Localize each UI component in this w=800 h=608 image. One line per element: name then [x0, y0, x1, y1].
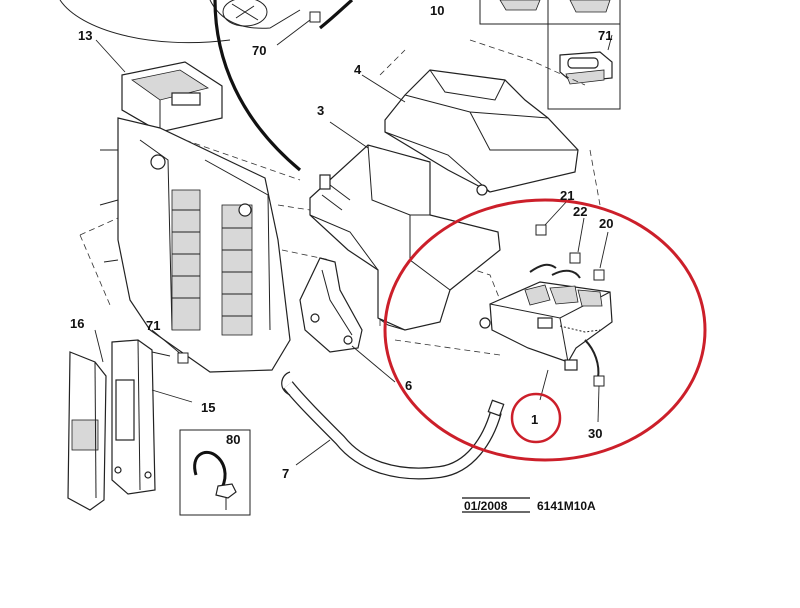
footer-date: 01/2008 — [464, 499, 508, 513]
part-15-bracket — [111, 339, 171, 495]
fuse-carrier-panel — [99, 117, 291, 373]
label-1: 1 — [531, 412, 538, 427]
footer-reference: 01/2008 6141M10A — [462, 497, 596, 513]
label-71-left: 71 — [146, 318, 160, 333]
part-16-duct — [67, 351, 107, 511]
leader-lines — [94, 11, 613, 466]
label-13: 13 — [78, 28, 92, 43]
label-10: 10 — [430, 3, 444, 18]
highlight-circle — [383, 198, 707, 462]
part-1-highlight-circle — [510, 392, 562, 444]
harness-line-top — [319, 0, 354, 30]
label-80: 80 — [226, 432, 240, 447]
part-3-tray — [309, 144, 501, 331]
part-13-relay — [121, 61, 223, 133]
part-1-fusebox — [479, 263, 613, 379]
label-21: 21 — [560, 188, 574, 203]
label-3: 3 — [317, 103, 324, 118]
part-7-hose — [281, 371, 505, 480]
label-15: 15 — [201, 400, 215, 415]
label-16: 16 — [70, 316, 84, 331]
label-20: 20 — [599, 216, 613, 231]
label-22: 22 — [573, 204, 587, 219]
label-7: 7 — [282, 466, 289, 481]
label-71-top: 71 — [598, 28, 612, 43]
car-body-outline — [59, 0, 301, 44]
part-6-bracket — [299, 257, 363, 353]
label-70: 70 — [252, 43, 266, 58]
footer-ref: 6141M10A — [537, 499, 596, 513]
label-4: 4 — [354, 62, 362, 77]
label-30: 30 — [588, 426, 602, 441]
inset-box-top — [479, 0, 621, 25]
part-80-inset — [179, 429, 251, 516]
part-4-cover — [384, 69, 579, 196]
main-harness-line — [213, 0, 302, 172]
label-6: 6 — [405, 378, 412, 393]
